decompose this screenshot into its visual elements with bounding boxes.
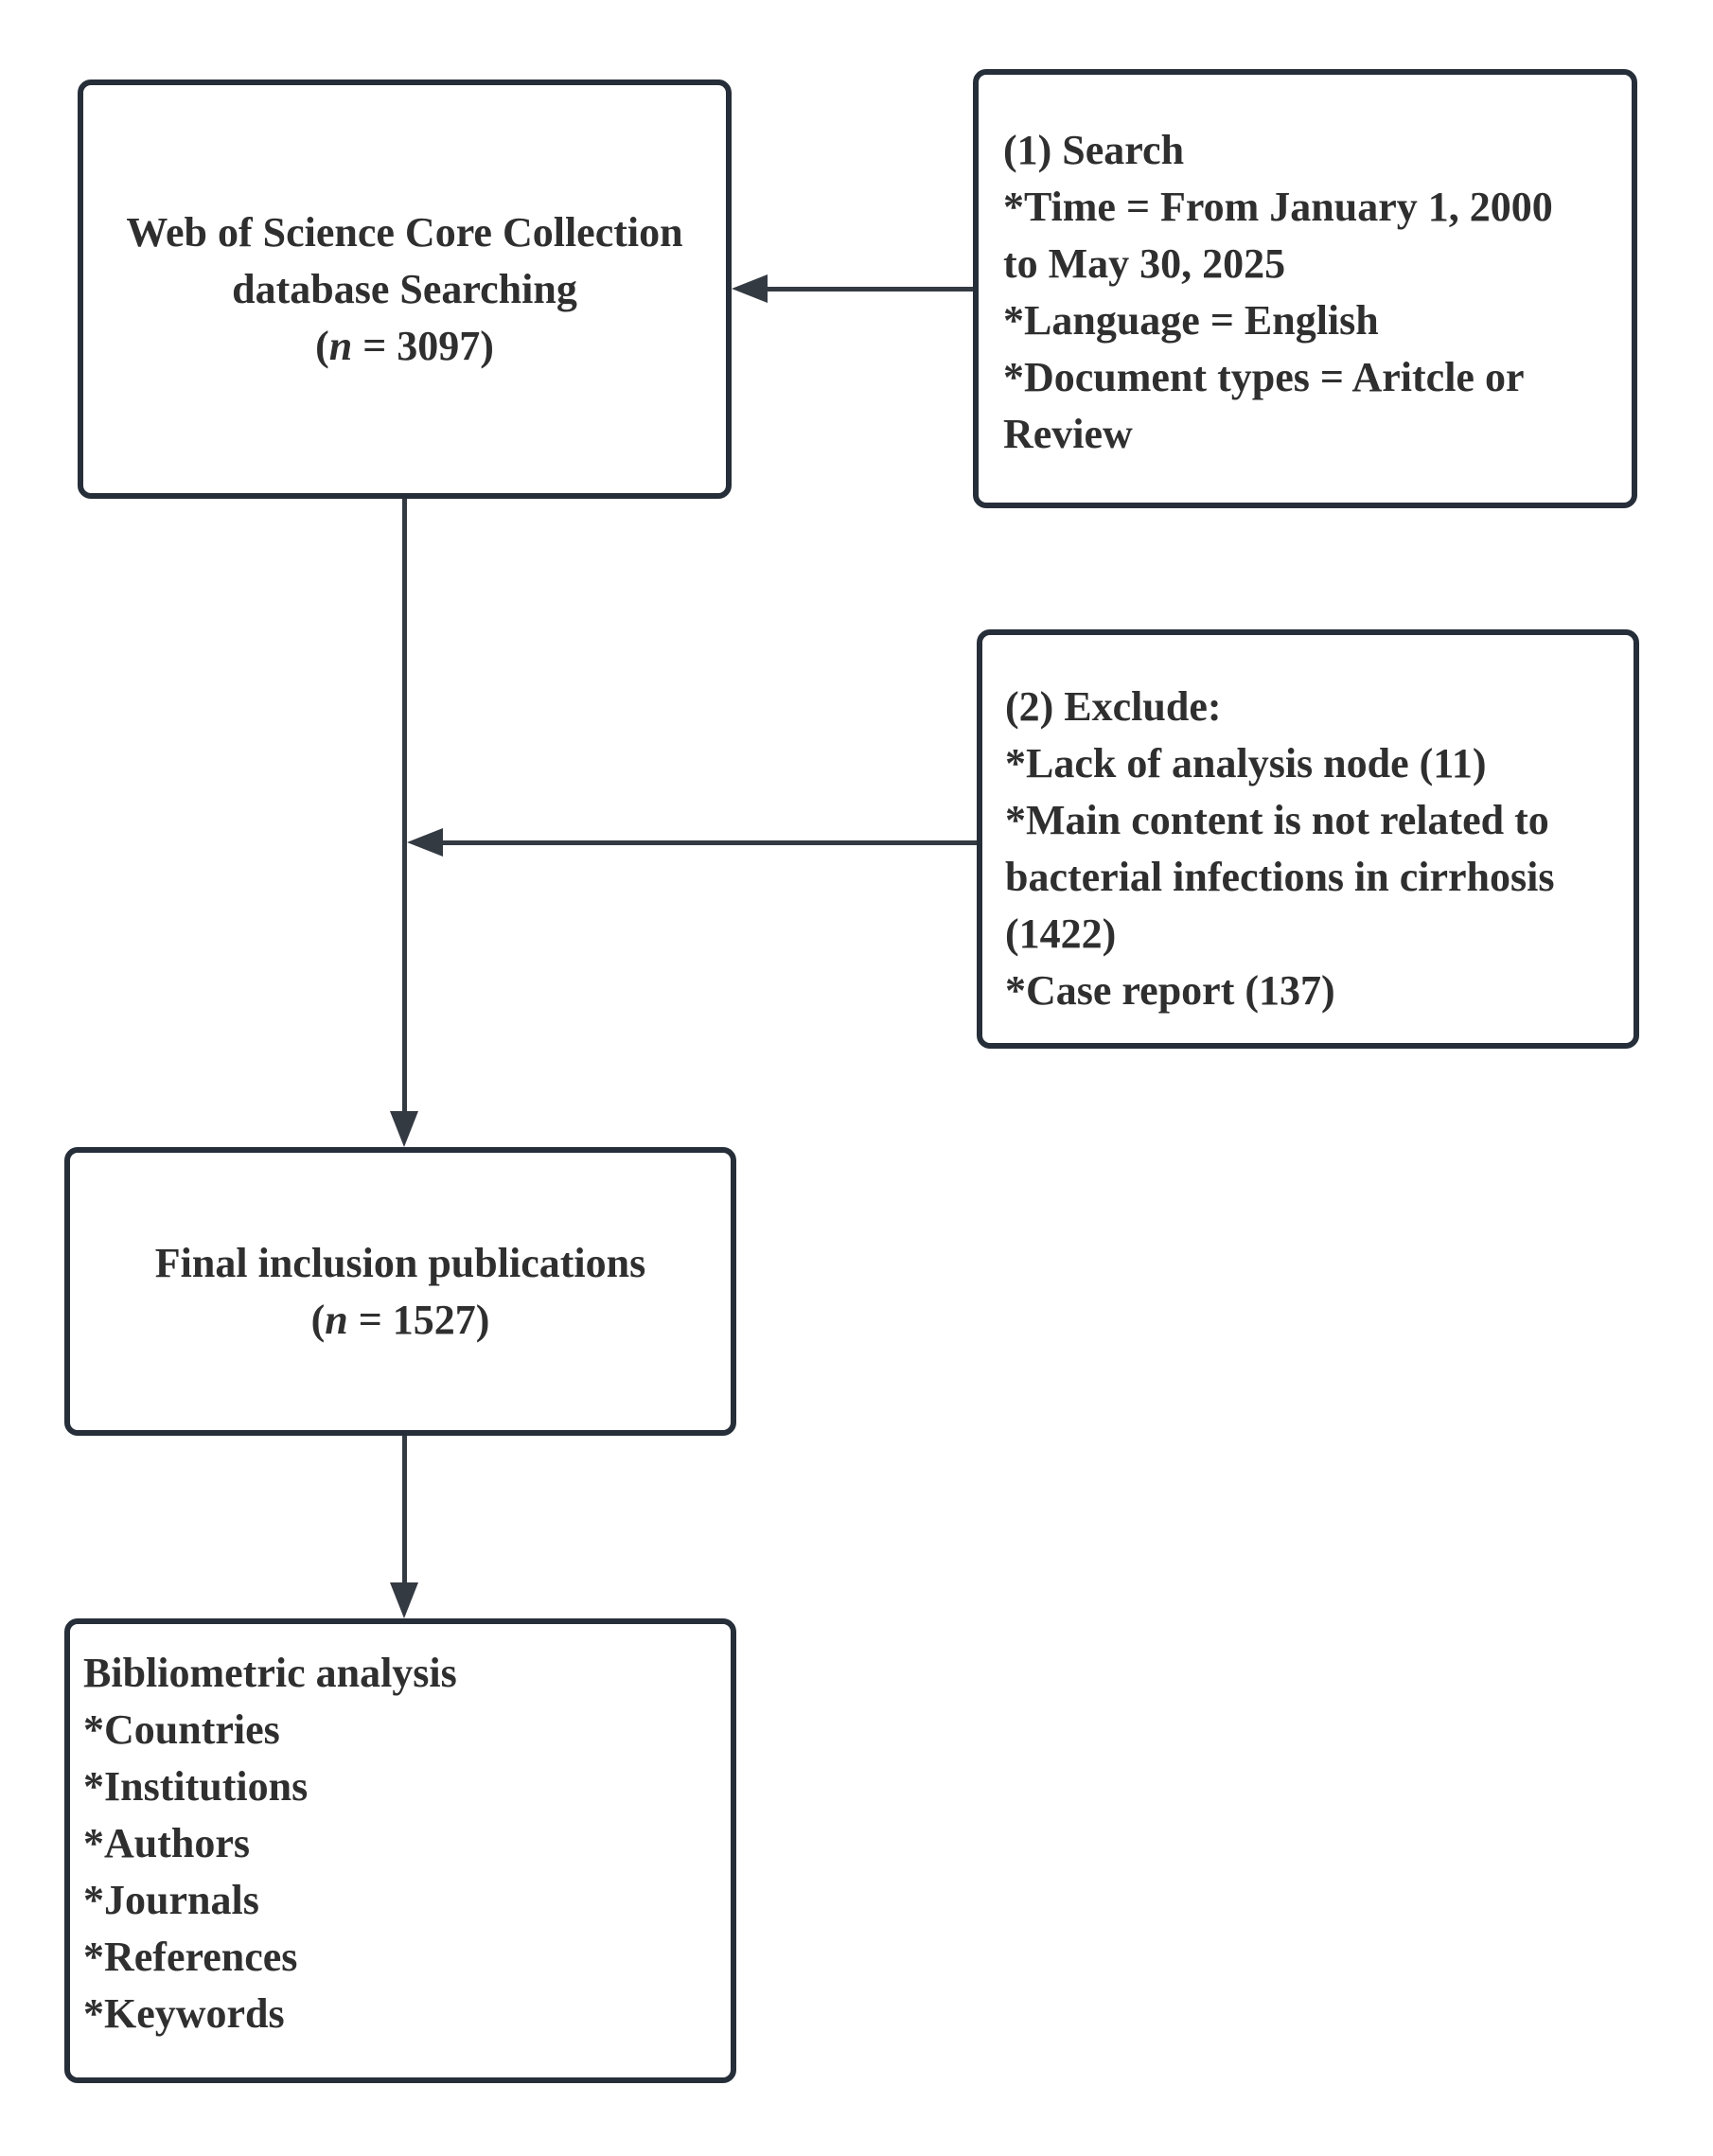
final-count-open: ( [310, 1296, 326, 1343]
final-inclusion-box: Final inclusion publications (n = 1527) [64, 1147, 736, 1436]
exclude-line-1: (2) Exclude: [1005, 683, 1222, 730]
search-line-4: *Language = English [1003, 297, 1379, 344]
exclude-criteria-box: (2) Exclude: *Lack of analysis node (11)… [977, 629, 1639, 1049]
bibliometric-analysis-box: Bibliometric analysis *Countries *Instit… [64, 1618, 736, 2083]
wos-line-2: database Searching [232, 265, 577, 312]
biblio-line-1: Bibliometric analysis [83, 1650, 457, 1696]
exclude-line-4: bacterial infections in cirrhosis [1005, 854, 1555, 900]
search-criteria-box: (1) Search *Time = From January 1, 2000 … [973, 69, 1637, 508]
arrow-wos-to-final-shaft [402, 499, 407, 1113]
wos-count-var: n [328, 322, 353, 369]
wos-count: (n = 3097) [315, 318, 494, 375]
exclude-line-3: *Main content is not related to [1005, 797, 1549, 843]
final-count-var: n [325, 1296, 348, 1343]
arrow-final-to-biblio-shaft [402, 1436, 407, 1582]
search-line-1: (1) Search [1003, 127, 1185, 173]
biblio-line-7: *Keywords [83, 1990, 285, 2037]
exclude-line-5: (1422) [1005, 910, 1117, 957]
exclude-line-2: *Lack of analysis node (11) [1005, 740, 1487, 786]
biblio-line-5: *Journals [83, 1877, 259, 1923]
search-line-3: to May 30, 2025 [1003, 240, 1286, 287]
biblio-line-3: *Institutions [83, 1763, 309, 1810]
search-line-6: Review [1003, 411, 1133, 457]
arrow-exclude-to-flow-shaft [443, 840, 977, 845]
arrow-exclude-to-flow-head-left-icon [407, 828, 443, 857]
final-line-1: Final inclusion publications [154, 1239, 646, 1286]
wos-count-rest: = 3097) [352, 322, 494, 369]
exclude-line-6: *Case report (137) [1005, 967, 1335, 1014]
final-count-rest: = 1527) [347, 1296, 490, 1343]
arrow-search-to-wos-shaft [768, 287, 973, 292]
arrow-final-to-biblio-head-down-icon [390, 1582, 418, 1618]
final-count: (n = 1527) [311, 1292, 490, 1349]
biblio-line-4: *Authors [83, 1820, 251, 1866]
wos-line-1: Web of Science Core Collection [126, 208, 683, 256]
wos-count-open: ( [315, 322, 329, 369]
arrow-search-to-wos-head-left-icon [732, 274, 768, 303]
search-line-2: *Time = From January 1, 2000 [1003, 184, 1553, 230]
biblio-line-6: *References [83, 1934, 298, 1980]
search-line-5: *Document types = Aritcle or [1003, 354, 1525, 400]
wos-database-box: Web of Science Core Collection database … [78, 80, 732, 499]
biblio-line-2: *Countries [83, 1706, 280, 1753]
arrow-wos-to-final-head-down-icon [390, 1111, 418, 1147]
